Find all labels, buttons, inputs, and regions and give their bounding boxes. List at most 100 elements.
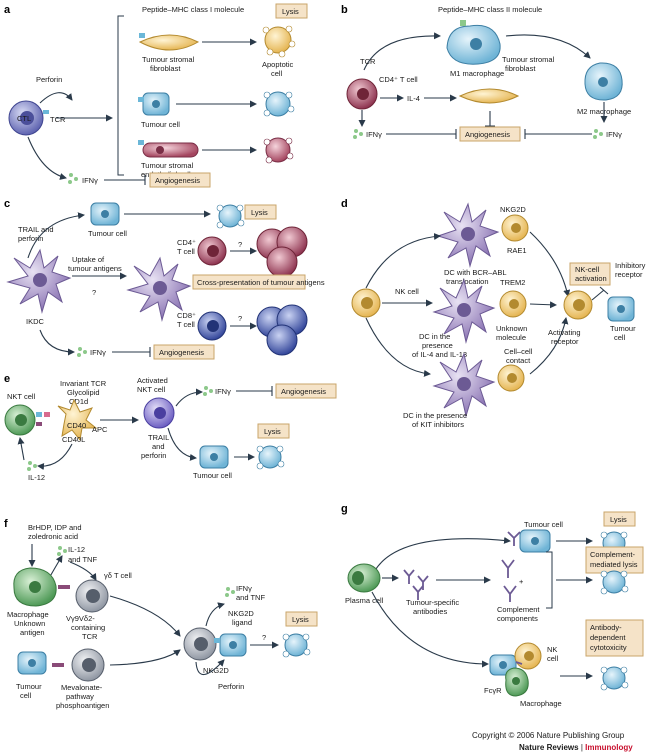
- endothelial-cell: [142, 142, 199, 158]
- ifng-label-b2: IFNγ: [606, 130, 622, 139]
- perforin-label: Perforin: [36, 75, 62, 84]
- cd8-c-label-1: CD8⁺: [177, 311, 196, 320]
- cd4-to-m1-arrow: [363, 32, 441, 71]
- activated-nkt-nucleus: [154, 407, 166, 419]
- brhdp-label-2: zoledronic acid: [28, 532, 78, 541]
- panel-label-b: b: [341, 4, 348, 16]
- dc-il4-to-activation-arrow: [529, 301, 557, 309]
- nkt-ifng-arrow: [175, 388, 203, 407]
- nk-d-mid-nucleus: [509, 299, 519, 309]
- ikdc-ifng-arrow: [39, 329, 75, 356]
- lysed-tumour-a: [265, 91, 291, 117]
- apc-cell: [57, 398, 98, 442]
- tumour-g-adcc-nucleus: [499, 661, 507, 669]
- ikdc-cell: [6, 248, 72, 314]
- cd8-c-nucleus: [207, 320, 219, 332]
- ifng-dots-a: [68, 173, 78, 184]
- nk-d-act-nucleus: [573, 299, 585, 311]
- dc-kit-label-1: DC in the presence: [403, 411, 467, 420]
- activating-label-2: receptor: [551, 337, 579, 346]
- nkg2d-f-label: NKG2D: [203, 666, 229, 675]
- ts-ab-label-2: antibodies: [413, 607, 447, 616]
- complement-lysis-box: [585, 546, 644, 574]
- nk-g-nucleus: [524, 651, 534, 661]
- cd40-label: CD40: [67, 421, 86, 430]
- angiogenesis-label-e: Angiogenesis: [281, 387, 326, 396]
- uptake-label-2: tumour antigens: [68, 264, 122, 273]
- ifng-label-b: IFNγ: [366, 130, 382, 139]
- plus-label: +: [519, 577, 524, 586]
- complement-lysis-label-1: Complement-: [590, 550, 636, 559]
- journal-credit: Nature Reviews | Immunology: [519, 743, 633, 752]
- lysed-tumour-c: [218, 204, 242, 228]
- nk-activation-box: [569, 262, 611, 286]
- activated-label-2: NKT cell: [137, 385, 166, 394]
- dc-bcr-to-activation-arrow: [529, 231, 571, 297]
- cd1d-icon: [44, 412, 50, 417]
- il12-to-nkt-arrow: [17, 437, 25, 461]
- journal-name: Nature Reviews: [519, 743, 579, 752]
- journal-section: Immunology: [585, 743, 633, 752]
- trail-e-label-1: TRAIL: [148, 433, 169, 442]
- lysed-tumour-e: [258, 445, 282, 469]
- lysed-tumour-f: [284, 633, 308, 657]
- nk-to-dc-bcr-arrow: [365, 232, 441, 289]
- unknown-label-2: molecule: [496, 333, 526, 342]
- apc-il12-arrow: [37, 443, 73, 471]
- activated-label-1: Activated: [137, 376, 168, 385]
- complement-icon: [501, 559, 517, 602]
- unk-ag-label-2: antigen: [20, 628, 45, 637]
- cd4-c-label-1: CD4⁺: [177, 238, 196, 247]
- fcgr-antibody-icon: [515, 661, 523, 665]
- ifng-inhibit-b2: [524, 129, 592, 139]
- mhc1-icon: [139, 33, 145, 38]
- tumour-f-label-2: cell: [20, 691, 32, 700]
- dc-bcr-label-1: DC with BCR–ABL: [444, 268, 507, 277]
- lysed-endothelial-blebs: [263, 137, 294, 164]
- gd-label: γδ T cell: [104, 571, 132, 580]
- vg-label-1: Vγ9Vδ2-: [66, 614, 95, 623]
- ikdc-cell-presenting: [126, 256, 192, 322]
- q1-label: ?: [238, 240, 242, 249]
- ifng-inhibit-b: [386, 129, 457, 139]
- perforin-arrow: [39, 92, 73, 104]
- tumour-label-a: Tumour cell: [141, 120, 180, 129]
- ctl-label: CTL: [17, 114, 31, 123]
- inhib-label-1: Inhibitory: [615, 261, 646, 270]
- lysis-label-e: Lysis: [264, 427, 281, 436]
- adcc-label-3: cytotoxicity: [590, 643, 627, 652]
- meval-label-1: Mevalonate-: [61, 683, 103, 692]
- nk-g-label-2: cell: [547, 654, 559, 663]
- cd4-b-nucleus: [357, 88, 369, 100]
- inhib-receptor-marker: [591, 286, 609, 301]
- apc-label: APC: [92, 425, 108, 434]
- m1-to-m2-arrow: [505, 34, 591, 59]
- dc-bcr-cell: [436, 202, 500, 268]
- ifng-label-a: IFNγ: [82, 176, 98, 185]
- dc-il4-label-2: presence: [422, 341, 453, 350]
- ifng-label-c: IFNγ: [90, 348, 106, 357]
- antibody-icon-g1: [507, 531, 521, 546]
- fcgr-label: FcγR: [484, 686, 502, 695]
- m1-label: M1 macrophage: [450, 69, 504, 78]
- tumour-c-nucleus: [101, 210, 109, 218]
- ifng-inhibit-c: [112, 347, 151, 357]
- tumour-f2-nucleus: [229, 641, 237, 649]
- il12tnf-label-2: and TNF: [68, 555, 97, 564]
- meval-label-2: pathway: [66, 692, 94, 701]
- il12-dots: [27, 461, 37, 471]
- tumour-d-label-1: Tumour: [610, 324, 636, 333]
- il4-label: IL-4: [407, 94, 420, 103]
- ikdc-label: IKDC: [26, 317, 45, 326]
- plasma-to-adcc-arrow: [371, 591, 489, 668]
- angiogenesis-label-a: Angiogenesis: [155, 176, 200, 185]
- plasma-label: Plasma cell: [345, 596, 384, 605]
- lysis-label-g: Lysis: [610, 515, 627, 524]
- tumour-d-nucleus: [617, 305, 625, 313]
- tcr-label: TCR: [50, 115, 66, 124]
- nkt-to-tumour-arrow: [167, 427, 197, 461]
- adcc-label-1: Antibody-: [590, 623, 622, 632]
- trail-e-label-3: perforin: [141, 451, 166, 460]
- gd-t-2-nucleus: [82, 658, 96, 672]
